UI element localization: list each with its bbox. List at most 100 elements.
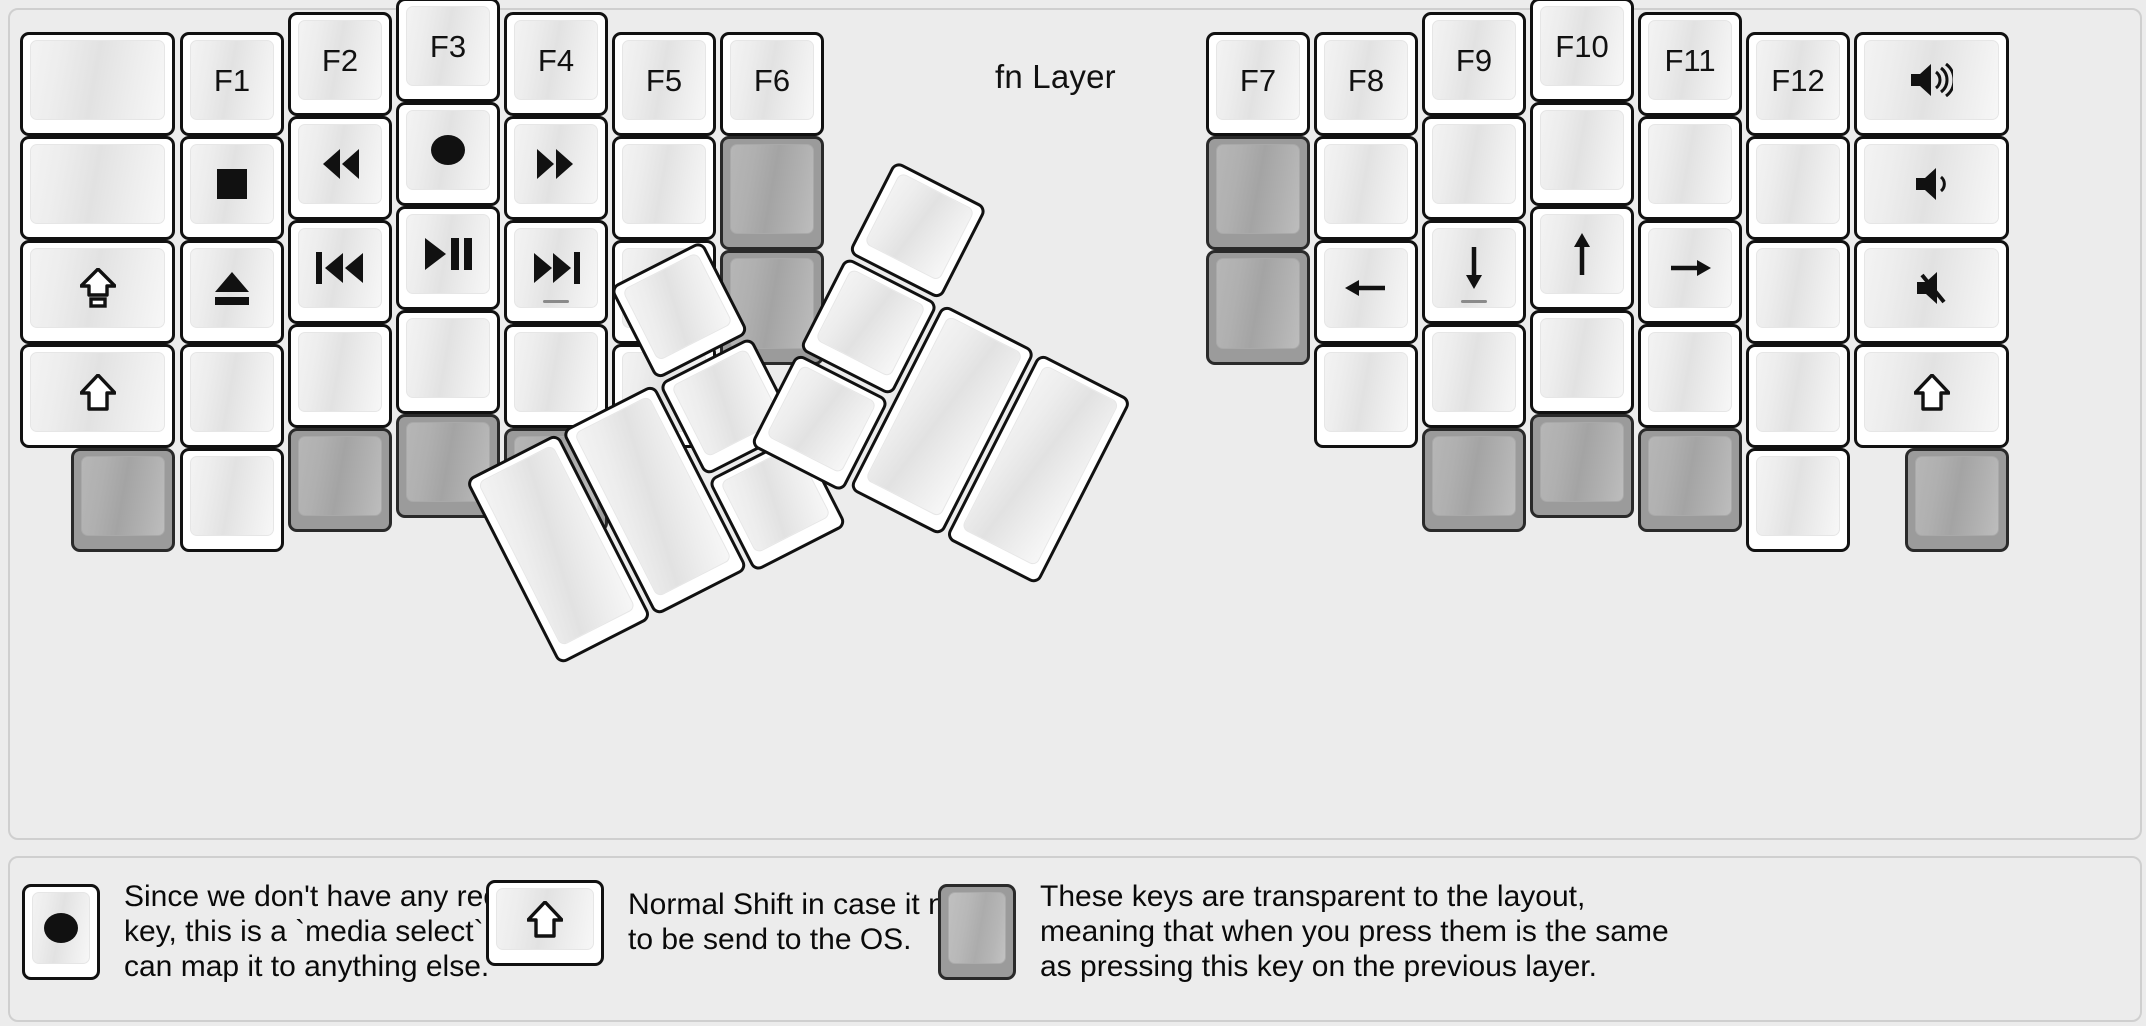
key-f2[interactable]: F2 (288, 12, 392, 116)
key-volume-mute[interactable] (1854, 240, 2009, 344)
key-transparent-3[interactable] (396, 414, 500, 518)
key-cap (298, 332, 382, 412)
key-media-play-pause[interactable] (396, 206, 500, 310)
legend-media-record-key[interactable] (22, 884, 100, 981)
key-blank-12[interactable] (1314, 344, 1418, 448)
key-cap (1432, 228, 1516, 308)
key-arrow-right[interactable] (1638, 220, 1742, 324)
key-f9[interactable]: F9 (1422, 12, 1526, 116)
key-f11[interactable]: F11 (1638, 12, 1742, 116)
key-cap (1432, 332, 1516, 412)
key-blank-3[interactable] (180, 344, 284, 448)
key-blank-4[interactable] (180, 448, 284, 552)
key-shift-right[interactable] (1854, 344, 2009, 448)
key-label: F12 (1771, 62, 1825, 98)
key-f4[interactable]: F4 (504, 12, 608, 116)
key-volume-up[interactable] (1854, 32, 2009, 136)
key-cap: F10 (1540, 6, 1624, 86)
key-cap (514, 124, 598, 204)
key-f3[interactable]: F3 (396, 0, 500, 102)
key-blank-17[interactable] (1638, 116, 1742, 220)
key-media-fast-forward[interactable] (504, 116, 608, 220)
key-f7[interactable]: F7 (1206, 32, 1310, 136)
key-label: F2 (321, 42, 359, 78)
key-transparent-12[interactable] (1905, 448, 2009, 552)
key-cap (1756, 248, 1840, 328)
key-transparent-2[interactable] (288, 428, 392, 532)
key-blank-13[interactable] (1422, 116, 1526, 220)
key-f6[interactable]: F6 (720, 32, 824, 136)
key-media-prev-track[interactable] (288, 220, 392, 324)
key-media-next-track[interactable] (504, 220, 608, 324)
key-transparent-8[interactable] (1206, 250, 1310, 365)
key-cap: F11 (1648, 20, 1732, 100)
key-arrow-down[interactable] (1422, 220, 1526, 324)
key-cap (948, 892, 1006, 965)
key-blank-15[interactable] (1530, 102, 1634, 206)
key-blank-21[interactable] (1746, 344, 1850, 448)
key-f1[interactable]: F1 (180, 32, 284, 136)
key-blank-11[interactable] (1314, 136, 1418, 240)
key-cap (1648, 436, 1732, 516)
volume-mute-icon (1916, 271, 1947, 305)
legend-transparent: These keys are transparent to the layout… (938, 880, 1669, 984)
key-blank-19[interactable] (1746, 136, 1850, 240)
key-transparent-11[interactable] (1638, 428, 1742, 532)
key-cap (1432, 124, 1516, 204)
key-cap (1540, 214, 1624, 294)
key-transparent-7[interactable] (1206, 136, 1310, 251)
key-media-eject[interactable] (180, 240, 284, 344)
key-blank-16[interactable] (1530, 310, 1634, 414)
arrow-up-icon (1568, 233, 1596, 275)
key-arrow-left[interactable] (1314, 240, 1418, 344)
shift-icon (527, 900, 563, 938)
key-blank-20[interactable] (1746, 240, 1850, 344)
key-label: F11 (1664, 42, 1716, 78)
key-blank-14[interactable] (1422, 324, 1526, 428)
key-f5[interactable]: F5 (612, 32, 716, 136)
key-blank-18[interactable] (1638, 324, 1742, 428)
media-eject-icon (213, 270, 251, 306)
key-blank-22[interactable] (1746, 448, 1850, 552)
key-cap: F8 (1324, 40, 1408, 120)
key-blank-1[interactable] (20, 32, 175, 136)
key-cap (1216, 258, 1300, 349)
arrow-down-icon (1460, 247, 1488, 289)
key-f10[interactable]: F10 (1530, 0, 1634, 102)
key-transparent-1[interactable] (71, 448, 175, 552)
key-cap (1216, 144, 1300, 235)
key-f8[interactable]: F8 (1314, 32, 1418, 136)
key-shift[interactable] (20, 344, 175, 448)
key-cap (30, 352, 165, 432)
key-transparent-5[interactable] (720, 136, 824, 251)
key-cap (81, 456, 165, 536)
key-transparent-9[interactable] (1422, 428, 1526, 532)
key-cap (514, 228, 598, 308)
key-media-rewind[interactable] (288, 116, 392, 220)
legend-transparent-key[interactable] (938, 884, 1016, 981)
key-cap (406, 214, 490, 294)
key-cap (298, 228, 382, 308)
key-label: F7 (1239, 62, 1277, 98)
key-transparent-10[interactable] (1530, 414, 1634, 518)
key-cap (1864, 40, 1999, 120)
key-blank-7[interactable] (504, 324, 608, 428)
key-blank-8[interactable] (612, 136, 716, 240)
key-blank-6[interactable] (396, 310, 500, 414)
key-cap: F5 (622, 40, 706, 120)
key-arrow-up[interactable] (1530, 206, 1634, 310)
key-f12[interactable]: F12 (1746, 32, 1850, 136)
legend-shift-key[interactable] (486, 880, 604, 966)
key-blank-5[interactable] (288, 324, 392, 428)
key-cap (30, 40, 165, 120)
key-media-record[interactable] (396, 102, 500, 206)
key-media-stop[interactable] (180, 136, 284, 240)
key-cap (1864, 352, 1999, 432)
key-cap (1648, 228, 1732, 308)
key-caps-lock[interactable] (20, 240, 175, 344)
caps-lock-icon (79, 267, 116, 309)
key-cap (190, 456, 274, 536)
key-volume-down[interactable] (1854, 136, 2009, 240)
legend-panel: Since we don't have any recording key, t… (8, 856, 2142, 1022)
key-blank-2[interactable] (20, 136, 175, 240)
